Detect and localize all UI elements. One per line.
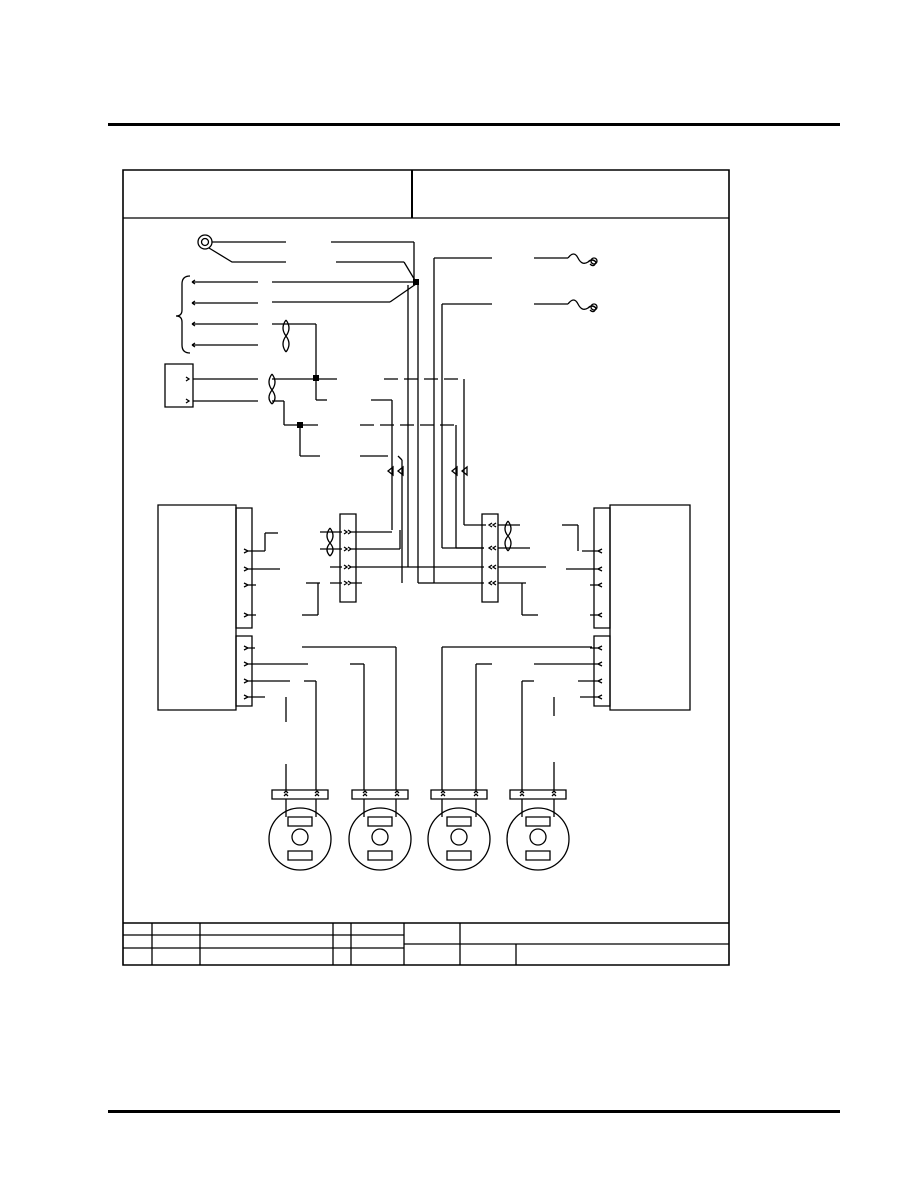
terminal-strip-right	[482, 514, 498, 602]
diagram-frame	[123, 170, 729, 965]
motor-icon	[507, 790, 569, 870]
left-control-module	[158, 505, 236, 710]
splice-icon	[313, 375, 319, 381]
motor-icon	[349, 790, 411, 870]
motor-icon	[428, 790, 490, 870]
connector-plug-icon	[388, 467, 403, 475]
brace-bundle	[176, 276, 258, 353]
top-rule	[108, 123, 840, 126]
right-control-module	[610, 505, 690, 710]
connector-plug-icon	[165, 364, 193, 407]
bottom-rule	[108, 1110, 840, 1113]
connector-plug-icon	[452, 467, 467, 475]
ground-terminal-icon	[198, 235, 286, 262]
title-block	[123, 923, 729, 965]
diode-icon	[283, 320, 289, 352]
terminal-strip-left	[340, 514, 356, 602]
motor-icon	[269, 790, 331, 870]
left-module-pins	[244, 549, 308, 699]
right-module-pins	[534, 549, 602, 699]
